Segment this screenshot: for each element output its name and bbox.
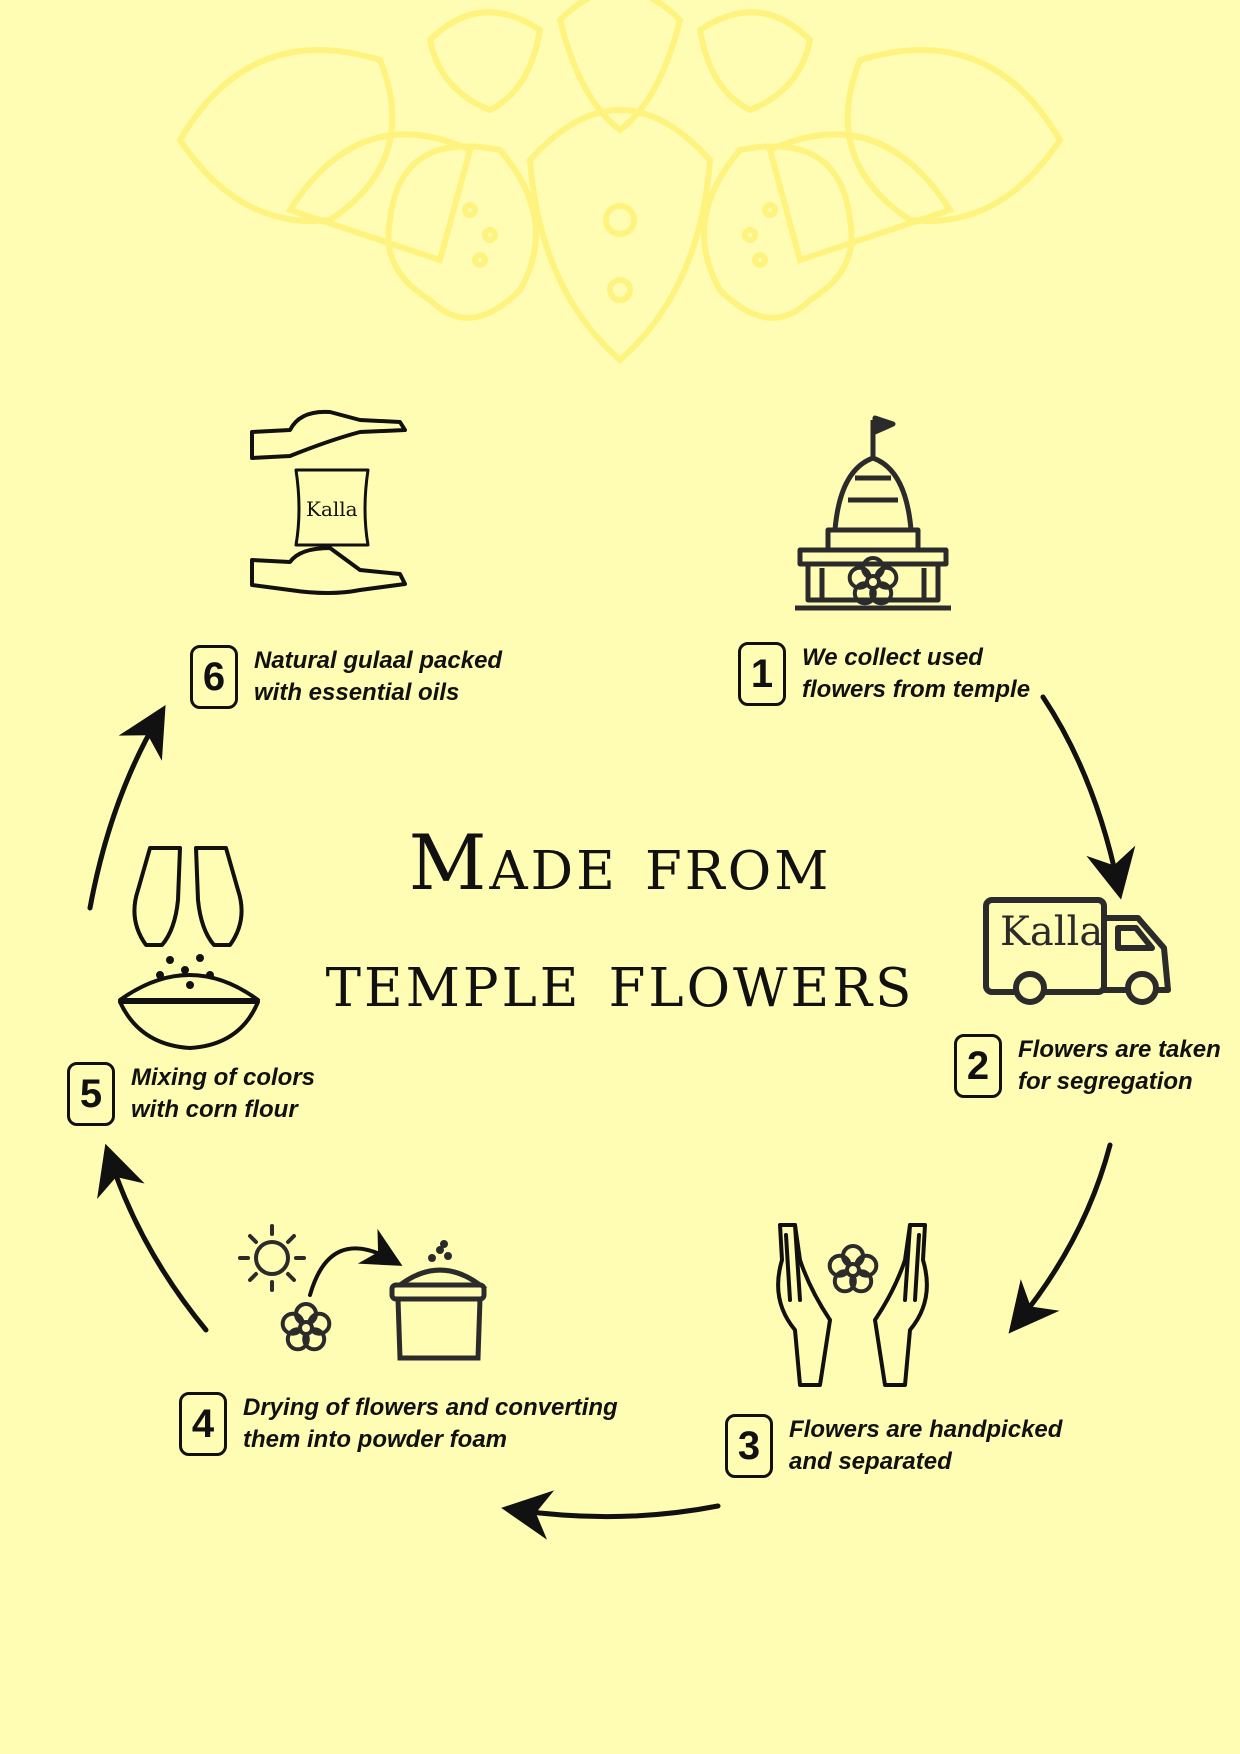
step-5-number-badge: 5: [67, 1062, 115, 1126]
arrow-step2-to-step3: [1008, 1142, 1113, 1334]
truck-brand-logo: Kalla: [1000, 909, 1103, 955]
step-6-label: Natural gulaal packed with essential oil…: [254, 647, 503, 706]
step-5-label: Mixing of colors with corn flour: [131, 1064, 316, 1123]
mixing-bowl-icon: [118, 846, 260, 1050]
hands-with-flower-icon: [776, 1223, 929, 1387]
step-4-number-badge: 4: [179, 1392, 227, 1456]
arrow-step1-to-step2: [1040, 694, 1136, 900]
arrow-step5-to-step6: [87, 705, 166, 911]
step-6-number-badge: 6: [190, 645, 238, 709]
step-2-number-badge: 2: [954, 1034, 1002, 1098]
packet-brand-logo: Kalla: [306, 497, 358, 521]
diagram-title-line-2: temple flowers: [325, 935, 915, 1024]
step-6: 6 Natural gulaal packed with essential o…: [190, 645, 502, 709]
step-2: 2 Flowers are taken for segregation: [954, 1034, 1221, 1098]
step-2-label: Flowers are taken for segregation: [1018, 1036, 1221, 1095]
arrow-step3-to-step4: [501, 1490, 721, 1540]
step-4: 4 Drying of flowers and converting them …: [179, 1392, 618, 1456]
step-1-label: We collect used flowers from temple: [802, 644, 1031, 703]
step-1-number-badge: 1: [738, 642, 786, 706]
step-4-label: Drying of flowers and converting them in…: [243, 1394, 618, 1453]
step-5: 5 Mixing of colors with corn flour: [67, 1062, 315, 1126]
cycle-arrows: [87, 694, 1136, 1540]
step-3-number-badge: 3: [725, 1414, 773, 1478]
step-3: 3 Flowers are handpicked and separated: [725, 1414, 1062, 1478]
sun-drying-icon: [238, 1224, 488, 1361]
step-3-label: Flowers are handpicked and separated: [789, 1416, 1063, 1475]
delivery-truck-icon: Kalla: [983, 897, 1171, 1005]
hands-with-packet-icon: Kalla: [250, 409, 407, 595]
step-1: 1 We collect used flowers from temple: [738, 642, 1030, 706]
diagram-title-line-1: Made from: [408, 818, 832, 907]
mandala-decoration: [176, 0, 1064, 364]
temple-icon: [795, 415, 951, 611]
arrow-step4-to-step5: [97, 1143, 209, 1333]
